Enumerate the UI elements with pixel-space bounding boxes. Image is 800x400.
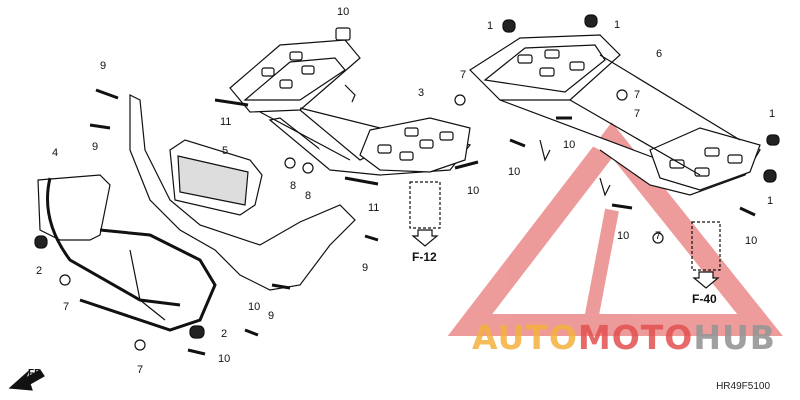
callout-7: 7 — [634, 89, 641, 101]
front-bumper — [37, 174, 217, 332]
front-grille — [169, 139, 263, 216]
callout-7: 7 — [655, 230, 662, 242]
callout-11: 11 — [368, 202, 380, 214]
callout-8: 8 — [305, 190, 312, 202]
callout-2: 2 — [221, 328, 228, 340]
rear-carrier — [469, 34, 761, 197]
callout-7: 7 — [137, 364, 144, 376]
watermark-part-1: AUTO — [472, 318, 578, 357]
watermark-triangle — [447, 122, 783, 336]
callout-4: 4 — [52, 147, 59, 159]
callout-10: 10 — [218, 353, 231, 365]
callout-7: 7 — [460, 69, 467, 81]
front-arrow-label: FR. — [28, 368, 45, 379]
front-direction-arrow — [8, 369, 45, 391]
fasteners — [34, 14, 780, 356]
callout-9: 9 — [100, 60, 107, 72]
callout-1: 1 — [767, 195, 774, 207]
callout-1: 1 — [487, 20, 494, 32]
callout-8: 8 — [290, 180, 297, 192]
callout-10: 10 — [745, 235, 758, 247]
callout-9: 9 — [268, 310, 275, 322]
callout-9: 9 — [362, 262, 369, 274]
parts-linework — [8, 14, 780, 391]
callout-10: 10 — [337, 6, 350, 18]
callout-10: 10 — [563, 139, 576, 151]
reference-f12: F-12 — [412, 250, 437, 264]
reference-boxes — [409, 181, 721, 271]
watermark-brand: AUTOMOTOHUB — [472, 318, 776, 357]
callout-2: 2 — [36, 265, 43, 277]
front-fender-panel — [129, 94, 356, 291]
reference-f40: F-40 — [692, 292, 717, 306]
callout-6: 6 — [656, 48, 663, 60]
callout-10: 10 — [508, 166, 521, 178]
front-carrier — [229, 39, 472, 176]
callout-10: 10 — [467, 185, 480, 197]
callout-7: 7 — [63, 301, 70, 313]
reference-arrows — [411, 229, 720, 289]
watermark-part-2: MOTO — [577, 318, 694, 357]
callout-1: 1 — [614, 19, 621, 31]
callout-11: 11 — [220, 116, 232, 128]
callout-10: 10 — [248, 301, 261, 313]
callout-9: 9 — [92, 141, 99, 153]
callout-10: 10 — [617, 230, 630, 242]
diagram-code: HR49F5100 — [716, 381, 770, 392]
callout-5: 5 — [222, 145, 229, 157]
callout-3: 3 — [418, 87, 425, 99]
callout-1: 1 — [769, 108, 776, 120]
callout-7: 7 — [634, 108, 641, 120]
watermark-part-3: HUB — [693, 318, 776, 357]
